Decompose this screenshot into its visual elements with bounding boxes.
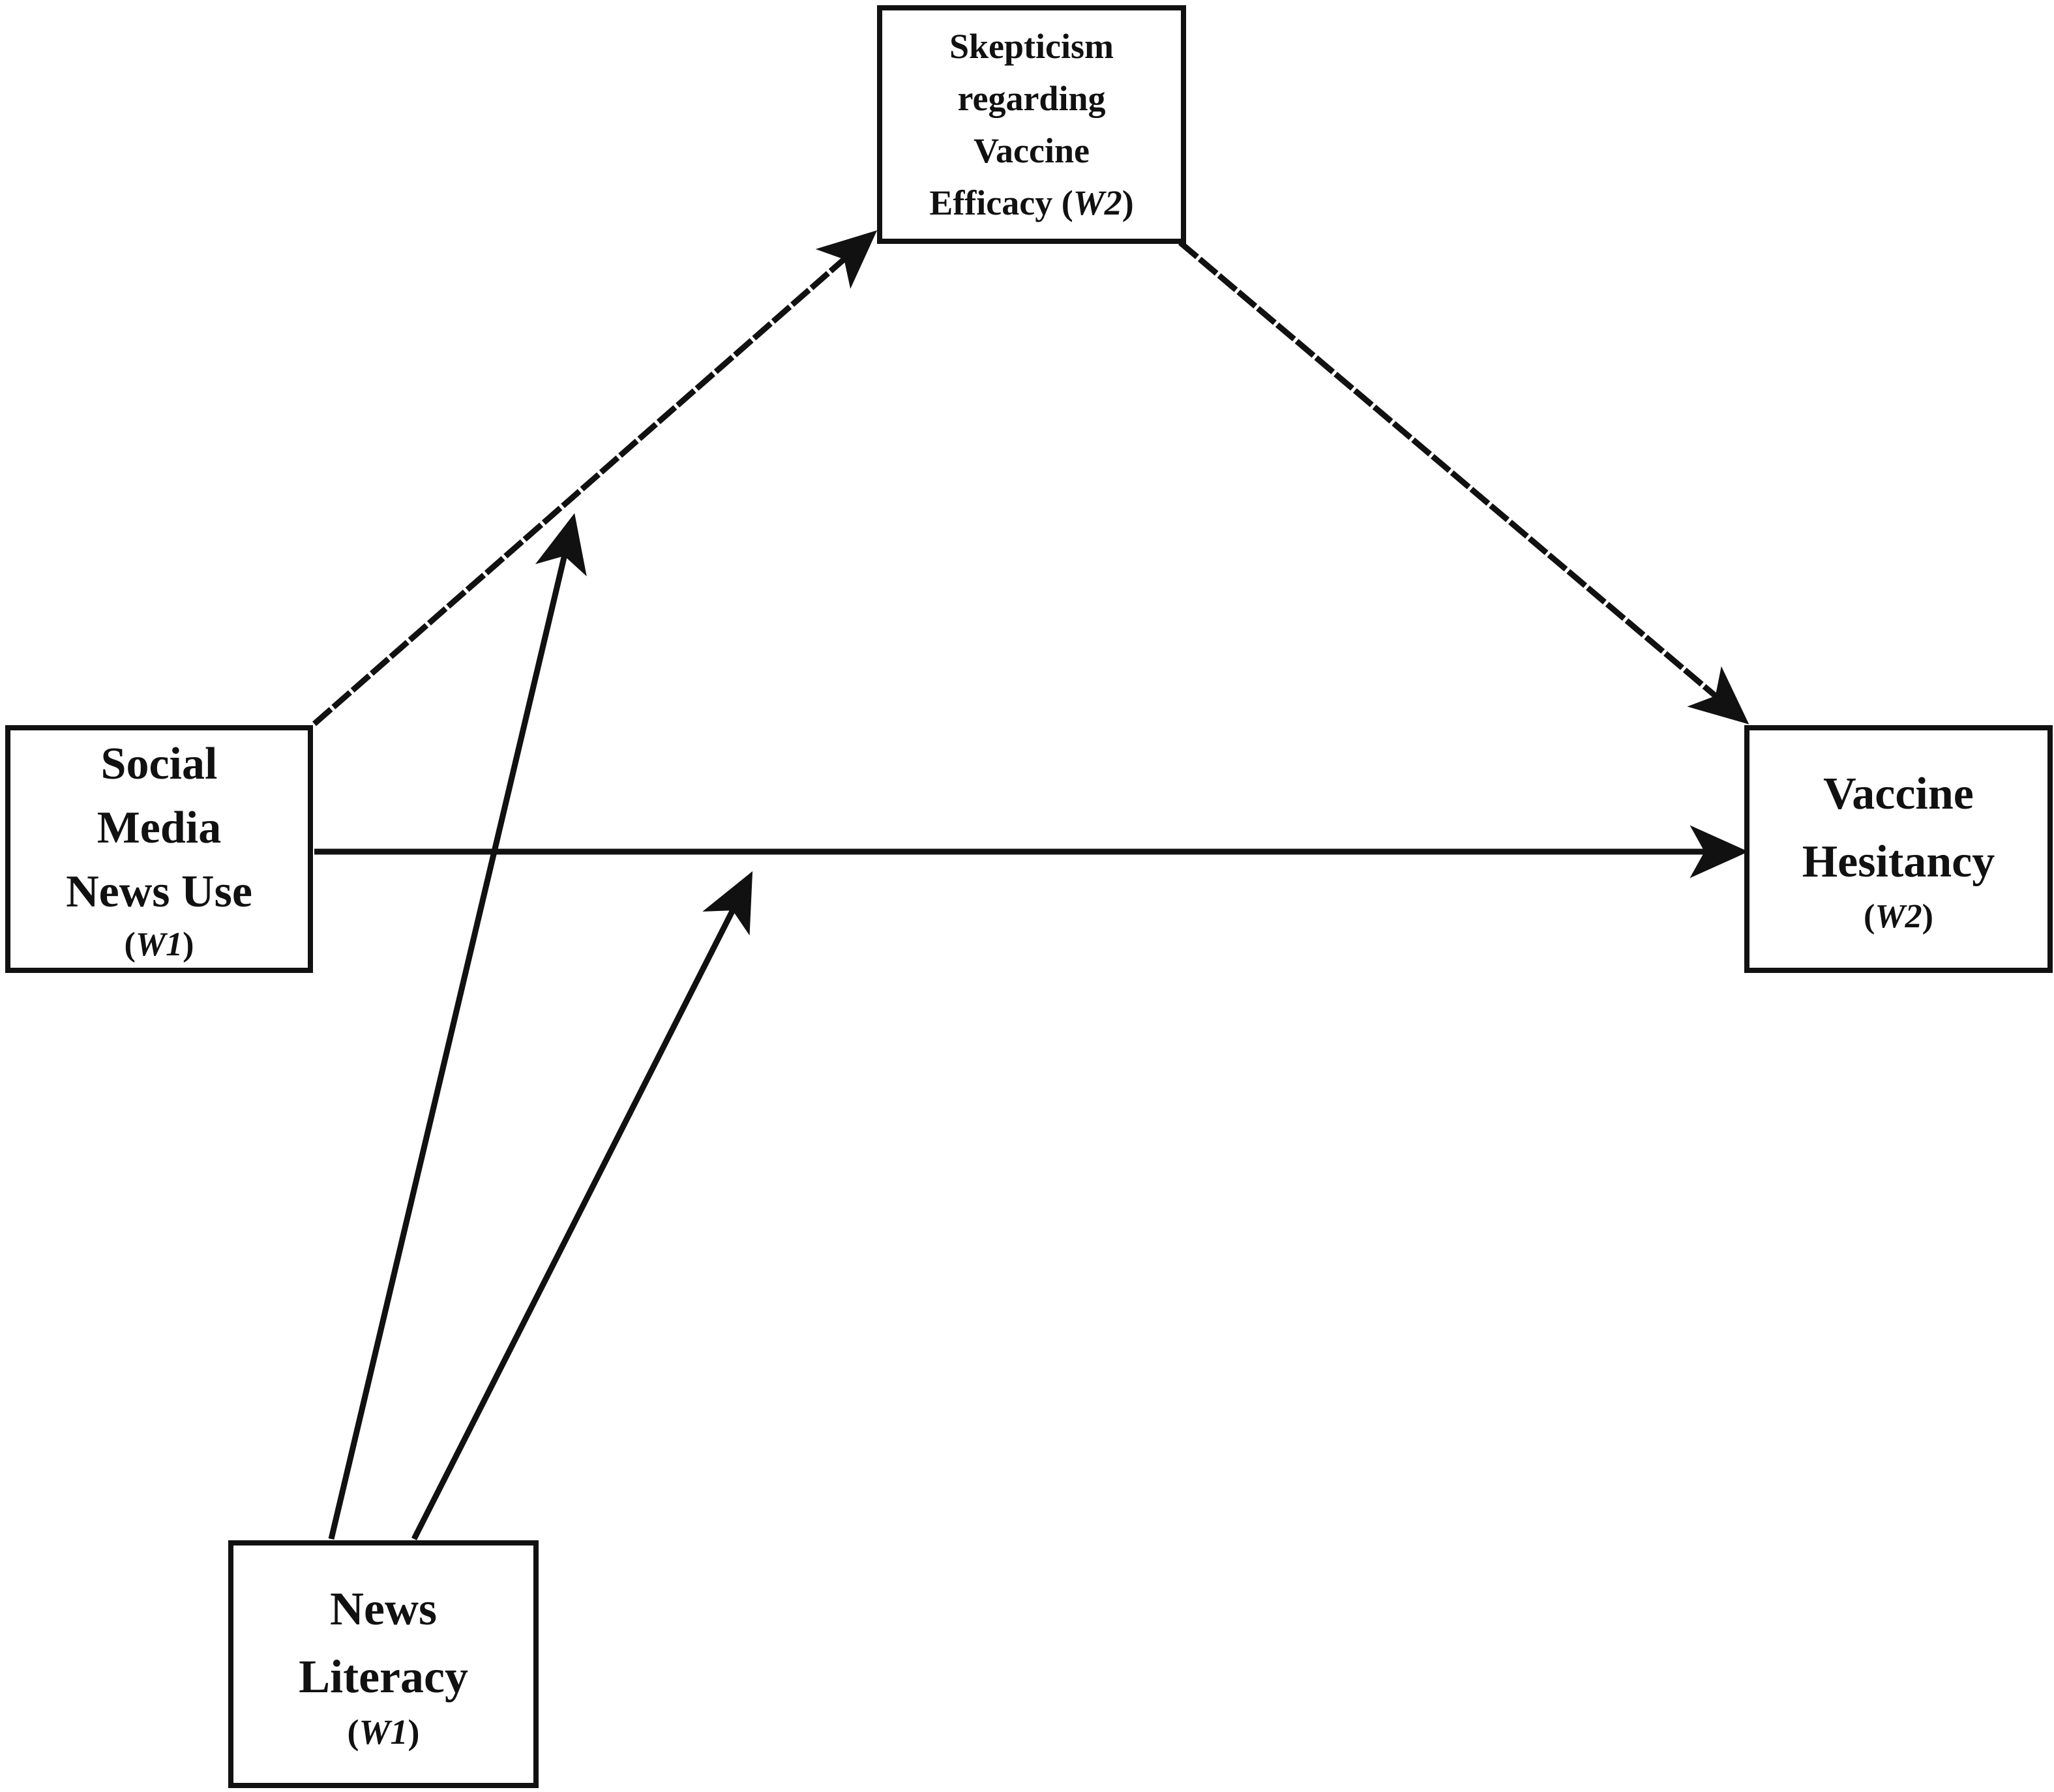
vaccine-hesitancy-node: Vaccine Hesitancy (W2) xyxy=(1744,725,2053,973)
edge-skepticism-to-hesitancy xyxy=(1178,240,1749,724)
skepticism-line-4: Efficacy (W2) xyxy=(929,183,1134,222)
edge-literacy-moderates-direct xyxy=(411,871,753,1541)
social-line-3: News Use xyxy=(66,867,252,917)
social-line-2: Media xyxy=(97,803,222,853)
edge-literacy-moderates-indirect xyxy=(328,513,587,1540)
hesitancy-line-1: Vaccine xyxy=(1823,769,1974,819)
literacy-wave: W1 xyxy=(359,1712,408,1752)
edge-social-to-skepticism xyxy=(312,230,878,726)
hesitancy-line-2: Hesitancy xyxy=(1802,837,1995,887)
skepticism-line-2: regarding xyxy=(957,79,1106,118)
skepticism-node: Skepticism regarding Vaccine Efficacy (W… xyxy=(877,5,1186,244)
social-wave-line: (W1) xyxy=(124,926,194,963)
social-line-1: Social xyxy=(100,739,218,789)
literacy-line-1: News xyxy=(330,1583,437,1635)
social-media-news-use-node: Social Media News Use (W1) xyxy=(5,725,313,973)
news-literacy-node: News Literacy (W1) xyxy=(228,1540,539,1788)
literacy-line-2: Literacy xyxy=(299,1650,468,1703)
skepticism-line-1: Skepticism xyxy=(949,27,1114,66)
skepticism-wave: W2 xyxy=(1073,183,1122,222)
skepticism-line-3: Vaccine xyxy=(974,131,1090,170)
hesitancy-wave-line: (W2) xyxy=(1864,898,1933,935)
social-wave: W1 xyxy=(135,926,183,963)
skepticism-line-4-text: Efficacy xyxy=(929,183,1053,222)
hesitancy-wave: W2 xyxy=(1875,898,1922,935)
literacy-wave-line: (W1) xyxy=(347,1712,420,1752)
